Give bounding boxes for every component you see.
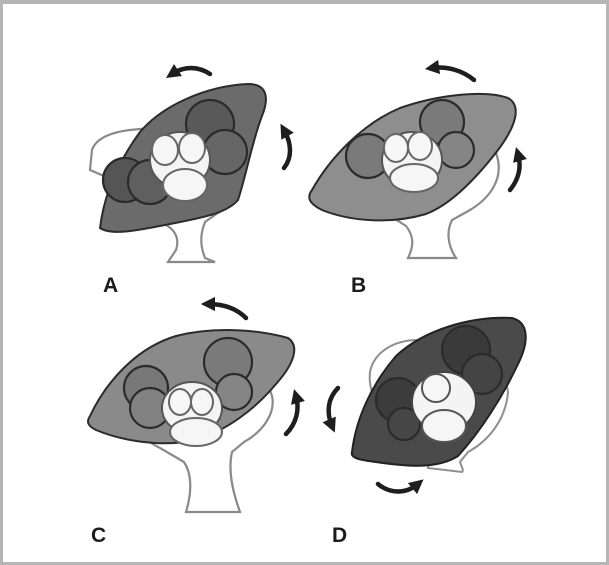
rotation-arrow-a-right: [284, 130, 290, 168]
inner-a2: [179, 133, 205, 163]
inner-d2: [422, 410, 466, 442]
rotation-arrow-d-bottom: [378, 484, 418, 492]
panel-d-diagram: [329, 318, 526, 492]
facet-circle-b3: [438, 132, 474, 168]
inner-b1: [384, 134, 408, 162]
inner-d1: [422, 374, 450, 402]
inner-a3: [163, 169, 207, 201]
panel-b-diagram: [309, 68, 519, 259]
panel-c-diagram: [88, 304, 298, 512]
rotation-arrow-a-top: [172, 68, 210, 74]
rotation-arrow-b-right: [510, 154, 520, 190]
rotation-arrow-c-right: [286, 396, 298, 434]
panel-label-d: D: [332, 525, 347, 546]
inner-a1: [152, 135, 178, 165]
panel-label-b: B: [351, 275, 366, 296]
panel-a-diagram: [90, 68, 290, 262]
panel-label-a: A: [103, 275, 118, 296]
inner-b3: [390, 164, 438, 192]
rotation-arrow-c-top: [208, 304, 246, 318]
inner-b2: [408, 132, 432, 160]
rotation-arrow-b-top: [432, 68, 474, 81]
inner-c2: [191, 389, 213, 415]
panel-label-c: C: [91, 525, 106, 546]
inner-c3: [170, 418, 222, 446]
inner-c1: [169, 389, 191, 415]
rotation-arrow-d-left: [329, 388, 338, 426]
